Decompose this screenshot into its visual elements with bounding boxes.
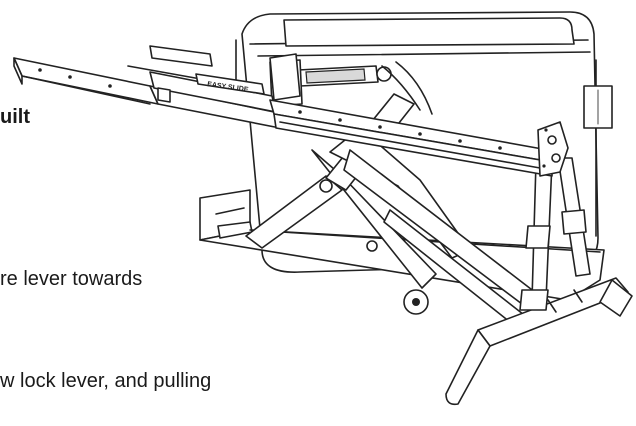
pull-handle: [445, 277, 633, 406]
instruction-text-fragment-bottom: w lock lever, and pulling: [0, 370, 212, 392]
scissor-lift: [245, 93, 544, 331]
instruction-text-fragment-top: uilt: [0, 106, 30, 128]
instruction-text-fragment-middle: re lever towards: [0, 268, 143, 290]
drawer-slide-rail: EASY SLIDE: [13, 45, 569, 177]
